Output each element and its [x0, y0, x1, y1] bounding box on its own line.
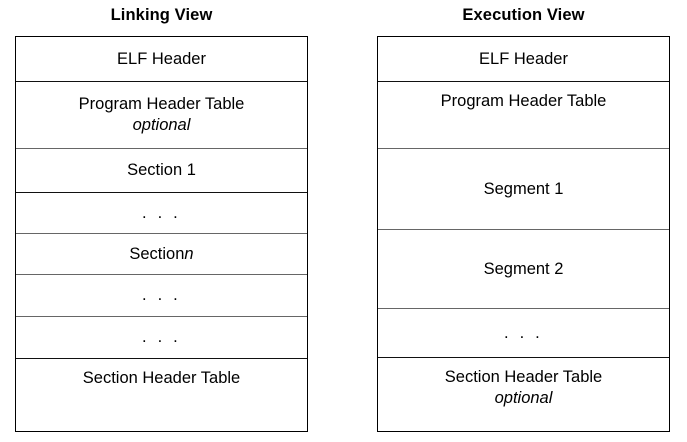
row-label: Program Header Table [78, 95, 245, 113]
row-label: Section Header Table [444, 368, 603, 386]
row-sections-ellipsis-2: . . . [16, 275, 307, 317]
row-label: ELF Header [117, 49, 206, 68]
row-segment-1: Segment 1 [378, 149, 669, 230]
row-label: Section Header Table [82, 369, 241, 387]
row-label: Section 1 [127, 161, 196, 179]
execution-view-table: ELF Header Program Header Table Segment … [377, 36, 670, 432]
row-sections-ellipsis-1: . . . [16, 193, 307, 234]
row-section-1: Section 1 [16, 149, 307, 193]
row-section-n: Sectionn [16, 234, 307, 275]
linking-view-title: Linking View [110, 6, 213, 24]
row-label: Sectionn [129, 244, 193, 265]
row-section-header-table: Section Header Table [16, 359, 307, 430]
row-label: ELF Header [479, 49, 568, 68]
linking-view-table: ELF Header Program Header Table optional… [15, 36, 308, 432]
row-sections-ellipsis-3: . . . [16, 317, 307, 359]
row-segment-2: Segment 2 [378, 230, 669, 309]
row-segments-ellipsis: . . . [378, 309, 669, 358]
row-label: Segment 2 [483, 259, 564, 278]
ellipsis-marker: . . . [142, 286, 181, 304]
row-sublabel-optional: optional [132, 116, 191, 134]
row-program-header-table: Program Header Table [378, 82, 669, 149]
row-section-header-table: Section Header Table optional [378, 358, 669, 430]
execution-view-title: Execution View [462, 6, 585, 24]
row-sublabel-optional: optional [494, 389, 553, 407]
ellipsis-marker: . . . [142, 203, 181, 222]
ellipsis-marker: . . . [142, 328, 181, 346]
row-elf-header: ELF Header [378, 37, 669, 82]
row-program-header-table: Program Header Table optional [16, 82, 307, 149]
row-label-italic-index: n [184, 244, 194, 263]
row-label: Segment 1 [483, 179, 564, 198]
row-label-text: Section [129, 244, 185, 263]
row-elf-header: ELF Header [16, 37, 307, 82]
row-label: Program Header Table [440, 92, 607, 110]
ellipsis-marker: . . . [504, 323, 543, 342]
